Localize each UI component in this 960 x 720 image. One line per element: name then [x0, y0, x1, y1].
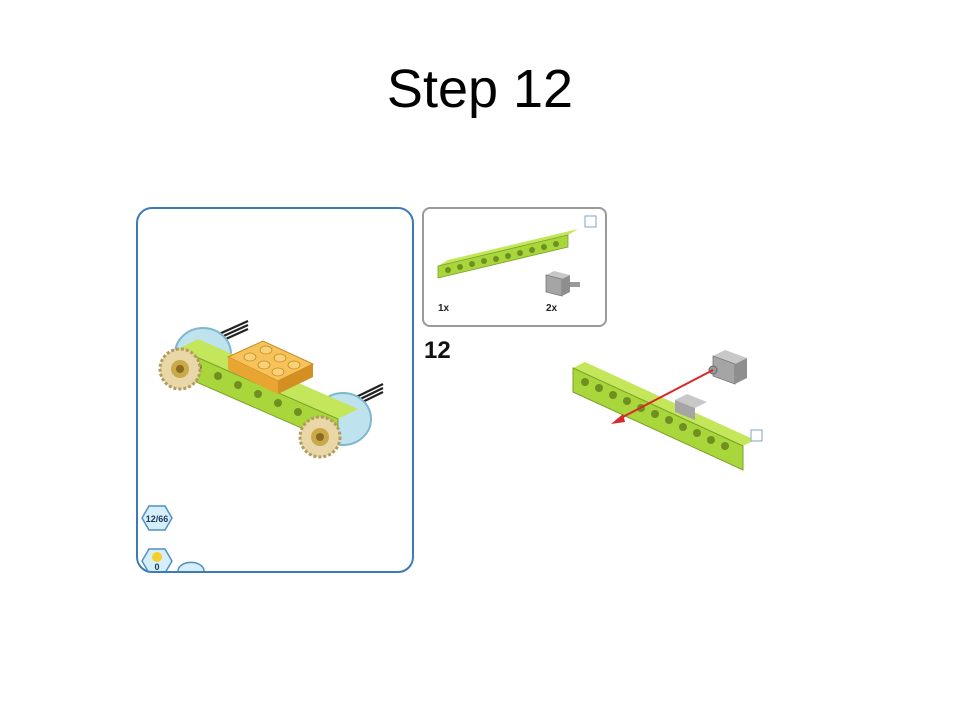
- insert-arrow: [616, 369, 714, 421]
- parts-list-panel: 1x 2x: [422, 207, 607, 327]
- page-counter: 12/66: [146, 514, 169, 524]
- step-number: 12: [424, 337, 451, 364]
- count-value: 0: [154, 562, 159, 571]
- gear-right: [298, 415, 342, 459]
- slide-title: Step 12: [386, 59, 574, 119]
- part-quantity-axle-brick: 2x: [546, 303, 558, 314]
- model-preview-panel: 12/66 0: [136, 207, 414, 573]
- orange-plate-front: [228, 357, 278, 394]
- gear-left: [158, 347, 202, 391]
- parts-illustration: [437, 215, 597, 297]
- build-step-illustration: [572, 350, 763, 471]
- corner-icon: [584, 215, 597, 228]
- part-quantity-beam: 1x: [438, 303, 450, 314]
- model-illustration: 12/66 0: [141, 319, 384, 571]
- count-badge: 0: [141, 548, 173, 571]
- page-counter-badge: 12/66: [141, 505, 173, 531]
